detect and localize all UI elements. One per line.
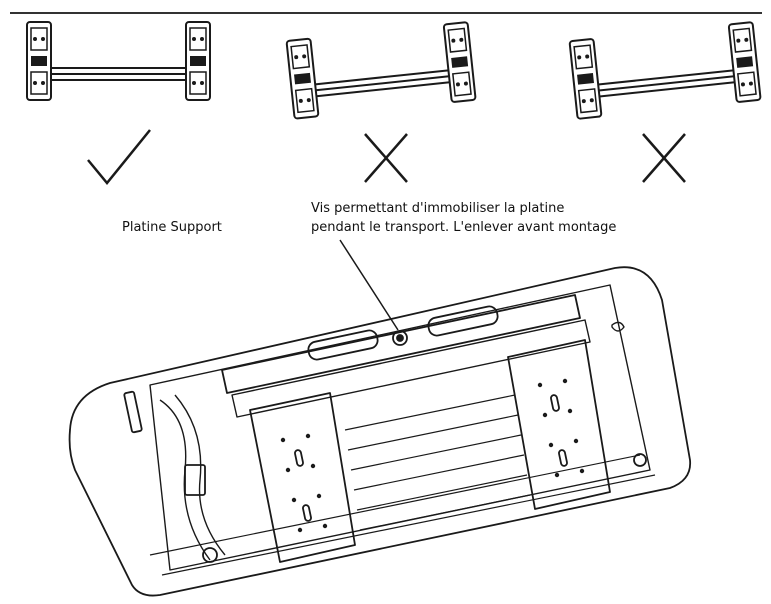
bracket-example-tilted-2 <box>568 21 762 120</box>
cross-icon <box>642 133 686 183</box>
bracket-example-level <box>26 21 211 101</box>
screw-leader-line <box>339 239 399 331</box>
checkmark-icon <box>87 129 151 185</box>
platine-support-label: Platine Support <box>122 220 222 235</box>
screw-label-line2: pendant le transport. L'enlever avant mo… <box>311 220 617 235</box>
cross-icon <box>364 133 408 183</box>
screw-label-line1: Vis permettant d'immobiliser la platine <box>311 201 565 216</box>
bracket-example-tilted-1 <box>285 21 477 120</box>
indoor-unit-rear-view <box>68 266 692 597</box>
